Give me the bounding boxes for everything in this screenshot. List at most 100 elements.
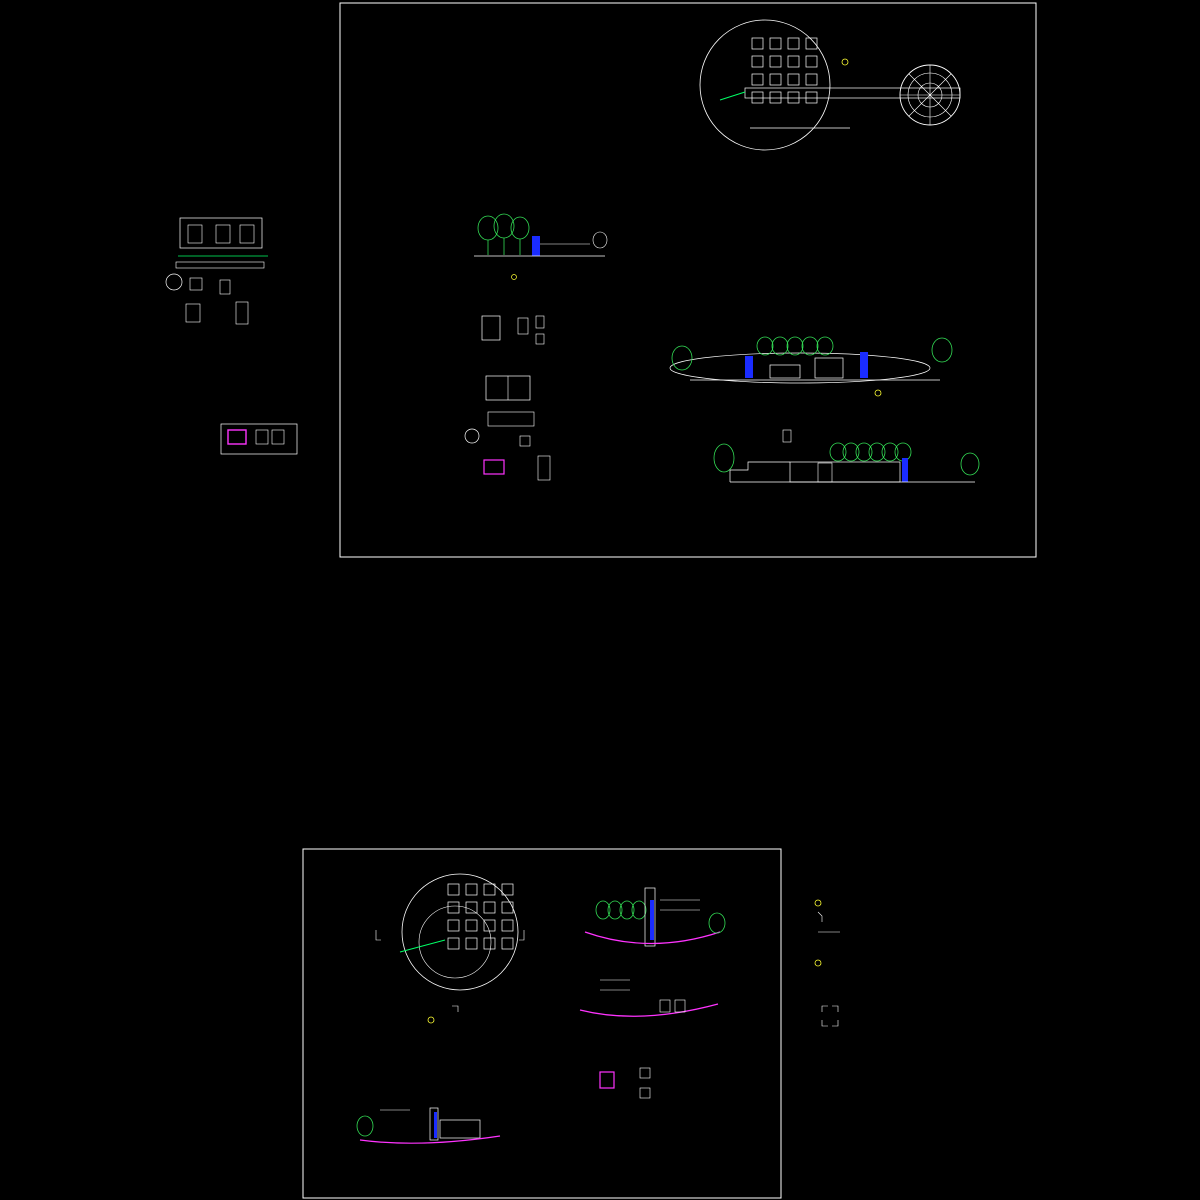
tree-icon bbox=[356, 1115, 374, 1137]
loose-detail-magenta bbox=[220, 423, 298, 455]
planter-box bbox=[465, 901, 478, 914]
section-drawing-b bbox=[579, 979, 719, 1017]
tree-canopy-row bbox=[595, 900, 647, 920]
loose-details-left bbox=[165, 217, 268, 325]
tree-icon bbox=[756, 336, 774, 356]
tree-icon bbox=[713, 443, 735, 473]
tree-canopy-row bbox=[829, 442, 912, 462]
tree-icon bbox=[607, 900, 623, 920]
section-marker-icon bbox=[427, 1016, 435, 1024]
tree-icon bbox=[960, 452, 980, 476]
compass-rose-icon bbox=[899, 64, 961, 126]
tree-icon bbox=[595, 900, 611, 920]
tree-icon bbox=[619, 900, 635, 920]
planter-box bbox=[769, 73, 782, 86]
section-marker-icon bbox=[841, 58, 849, 66]
planter-box bbox=[787, 91, 800, 104]
highlighted-profile bbox=[359, 1135, 501, 1144]
detail-drawings-bottom bbox=[599, 1067, 651, 1099]
section-marker-icon bbox=[814, 899, 822, 907]
tree-icon bbox=[786, 336, 804, 356]
planter-box bbox=[751, 91, 764, 104]
tree-icon bbox=[771, 336, 789, 356]
planter-box bbox=[447, 919, 460, 932]
planter-box bbox=[787, 55, 800, 68]
section-drawing-c bbox=[356, 1107, 501, 1144]
sheet-top-frame bbox=[339, 2, 1037, 558]
planter-box bbox=[805, 73, 818, 86]
section-marker-icon bbox=[874, 389, 882, 397]
planter-box bbox=[483, 901, 496, 914]
planter-box bbox=[465, 937, 478, 950]
tree-icon bbox=[801, 336, 819, 356]
plaza-circle bbox=[699, 19, 831, 151]
tree-icon bbox=[816, 336, 834, 356]
planter-box bbox=[751, 73, 764, 86]
tree-icon bbox=[829, 442, 847, 462]
tree-canopy-row bbox=[756, 336, 834, 356]
planter-box bbox=[447, 937, 460, 950]
section-cut-marker-icon bbox=[821, 1005, 839, 1027]
detail-callout-icon bbox=[464, 428, 480, 444]
planter-box bbox=[787, 73, 800, 86]
section-cut-marker-icon bbox=[452, 1005, 459, 1012]
shrub-icon bbox=[592, 231, 608, 249]
planter-box bbox=[501, 919, 514, 932]
sheet-top bbox=[339, 2, 1037, 558]
planter-box bbox=[501, 937, 514, 950]
section-drawing-1 bbox=[474, 213, 608, 280]
tree-icon bbox=[868, 442, 886, 462]
water-feature bbox=[532, 236, 540, 256]
tree-icon bbox=[708, 912, 726, 934]
planter-box bbox=[501, 901, 514, 914]
elevation-drawing-1 bbox=[669, 336, 953, 397]
planter-box bbox=[769, 37, 782, 50]
planter-box bbox=[483, 919, 496, 932]
leader-line bbox=[399, 939, 446, 953]
highlighted-detail bbox=[483, 459, 505, 475]
detail-callout-icon bbox=[165, 273, 183, 291]
tree-icon bbox=[855, 442, 873, 462]
highlighted-profile bbox=[579, 1003, 719, 1017]
highlighted-profile bbox=[584, 931, 721, 945]
tree-icon bbox=[842, 442, 860, 462]
sheet-bottom bbox=[302, 848, 782, 1199]
planter-box bbox=[769, 55, 782, 68]
leader-line bbox=[719, 91, 746, 101]
section-cut-marker-icon bbox=[375, 930, 381, 941]
planter-box bbox=[787, 37, 800, 50]
tree-icon bbox=[477, 213, 530, 255]
tree-icon bbox=[931, 337, 953, 363]
planter-box bbox=[805, 55, 818, 68]
planter-box bbox=[447, 883, 460, 896]
planter-box bbox=[483, 937, 496, 950]
site-plan-bottom bbox=[375, 873, 525, 1024]
planter-box bbox=[465, 919, 478, 932]
planter-grid bbox=[447, 883, 514, 950]
tree-icon bbox=[631, 900, 647, 920]
planter-box bbox=[501, 883, 514, 896]
planter-box bbox=[483, 883, 496, 896]
section-marker-icon bbox=[511, 274, 517, 280]
loose-details-right bbox=[814, 899, 840, 1027]
planter-box bbox=[769, 91, 782, 104]
planter-box bbox=[751, 37, 764, 50]
planter-grid bbox=[751, 37, 818, 104]
planter-box bbox=[465, 883, 478, 896]
planter-box bbox=[447, 901, 460, 914]
section-cut-marker-icon bbox=[519, 930, 525, 941]
planter-box bbox=[751, 55, 764, 68]
site-plan-top bbox=[699, 19, 961, 151]
planter-box bbox=[805, 37, 818, 50]
plaza-circle bbox=[401, 873, 519, 991]
section-drawing-a bbox=[584, 887, 726, 947]
elevation-drawing-2 bbox=[713, 429, 980, 483]
section-marker-icon bbox=[814, 959, 822, 967]
tree-icon bbox=[881, 442, 899, 462]
planter-box bbox=[805, 91, 818, 104]
detail-drawings-top bbox=[464, 315, 551, 481]
sheet-bottom-frame bbox=[302, 848, 782, 1199]
tree-icon bbox=[671, 345, 693, 371]
